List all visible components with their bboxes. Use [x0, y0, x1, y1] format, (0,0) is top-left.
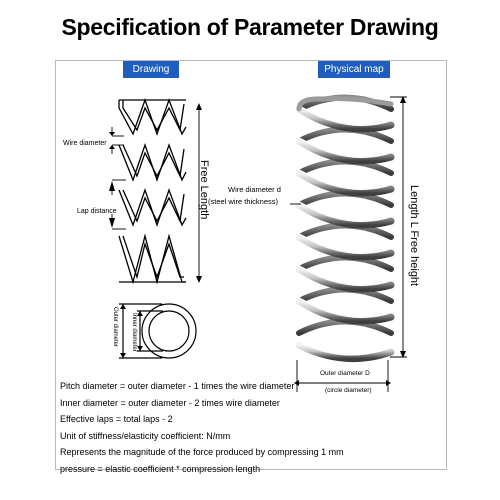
- specification-notes: Pitch diameter = outer diameter - 1 time…: [60, 378, 344, 478]
- spring-coil-inner-line: [122, 144, 185, 179]
- tab-physical-map: Physical map: [318, 61, 390, 78]
- diagram-frame: [55, 60, 447, 470]
- tab-drawing: Drawing: [123, 61, 179, 78]
- length-free-height-label: Length L Free height: [408, 185, 420, 287]
- wire-diameter-d-label: Wire diameter d: [228, 185, 281, 194]
- steel-wire-thickness-label: (steel wire thickness): [208, 197, 279, 206]
- circle-diameter-label: (circle diameter): [325, 387, 372, 394]
- note-line: Represents the magnitude of the force pr…: [60, 447, 344, 458]
- spring-end-view: [119, 303, 197, 359]
- spring-coil-inner-line: [122, 235, 184, 280]
- note-line: Effective laps = total laps - 2: [60, 414, 173, 425]
- outer-diameter-D-label: Outer diameter D: [320, 370, 370, 377]
- note-line: Inner diameter = outer diameter - 2 time…: [60, 397, 280, 408]
- note-line: Unit of stiffness/elasticity coefficient…: [60, 430, 231, 441]
- note-line: Pitch diameter = outer diameter - 1 time…: [60, 381, 295, 391]
- spring-coil-outer-line: [118, 187, 187, 228]
- lap-distance-label: Lap distance: [77, 208, 117, 215]
- spring-coil-inner-line: [122, 189, 185, 224]
- note-line: pressure = elastic coefficient * compres…: [60, 463, 261, 474]
- spring-coil-outer-line: [118, 142, 187, 183]
- page-title: Specification of Parameter Drawing: [61, 14, 439, 40]
- wire-diameter-label: Wire diameter: [63, 140, 107, 147]
- spring-coil-inner-line: [122, 100, 185, 133]
